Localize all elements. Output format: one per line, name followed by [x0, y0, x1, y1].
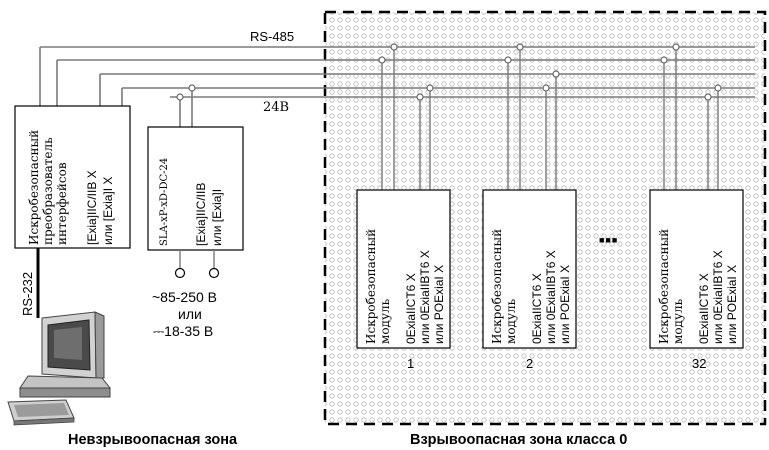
safe-zone-caption: Невзрывоопасная зона [68, 432, 238, 448]
module-cert1: 0ExiaIICT6 X [530, 273, 544, 344]
hazardous-zone-border [323, 10, 767, 426]
module-name-line2: модуль [504, 298, 518, 344]
ellipsis-marker: ■■■ [599, 235, 618, 245]
psu-cert2: или [Exia]I [210, 189, 224, 246]
module-cert1: 0ExiaIICT6 X [404, 273, 418, 344]
module-cert2: или 0ExiaIIBT6 X [418, 250, 432, 344]
module-cert3: или POExiaI X [432, 265, 446, 344]
module-number-32: 32 [692, 356, 706, 371]
psu-model-label: SLA-xP-xD-DC-24 [159, 158, 170, 246]
converter-name-line3: интерфейсов [55, 162, 69, 245]
psu-voltage-dc: ⎓18-35 В [153, 323, 213, 339]
psu-voltage-or: или [178, 306, 202, 322]
module-1: Искробезопасный модуль 0ExiaIICT6 X или … [356, 189, 451, 349]
module-32: Искробезопасный модуль 0ExiaIICT6 X или … [649, 189, 744, 349]
converter-cert2: или [Exia]I X [101, 177, 115, 245]
rs232-label: RS-232 [20, 272, 35, 316]
psu-terminal-left [174, 267, 186, 279]
module-name-line2: модуль [671, 298, 685, 344]
module-number-2: 2 [526, 356, 533, 371]
module-name-line1: Искробезопасный [490, 229, 504, 344]
module-cert1: 0ExiaIICT6 X [697, 273, 711, 344]
module-2: Искробезопасный модуль 0ExiaIICT6 X или … [482, 189, 577, 349]
interface-converter: Искробезопасный преобразователь интерфей… [14, 105, 131, 249]
module-drop-wires [381, 47, 719, 190]
module-cert2: или 0ExiaIIBT6 X [711, 250, 725, 344]
converter-name-line2: преобразователь [41, 137, 55, 245]
v24-label: 24В [263, 100, 289, 115]
psu-terminal-right [208, 267, 220, 279]
module-name-line1: Искробезопасный [657, 229, 671, 344]
converter-cert1: [Exia]IIC/IIB X [85, 170, 99, 245]
computer-icon [7, 311, 112, 426]
module-cert3: или POExiaI X [725, 265, 739, 344]
module-number-1: 1 [407, 356, 414, 371]
module-name-line1: Искробезопасный [364, 229, 378, 344]
rs485-label: RS-485 [250, 29, 294, 44]
junction-nodes [176, 43, 722, 101]
module-cert3: или POExiaI X [558, 265, 572, 344]
power-supply-unit: SLA-xP-xD-DC-24 [Exia]IIC/IIB или [Exia]… [147, 126, 244, 279]
hazardous-zone-caption: Взрывоопасная зона класса 0 [410, 432, 627, 448]
psu-cert1: [Exia]IIC/IIB [194, 183, 208, 246]
psu-voltage-ac: ~85-250 В [152, 289, 217, 305]
module-name-line2: модуль [378, 298, 392, 344]
converter-name-line1: Искробезопасный [27, 130, 41, 245]
module-cert2: или 0ExiaIIBT6 X [544, 250, 558, 344]
